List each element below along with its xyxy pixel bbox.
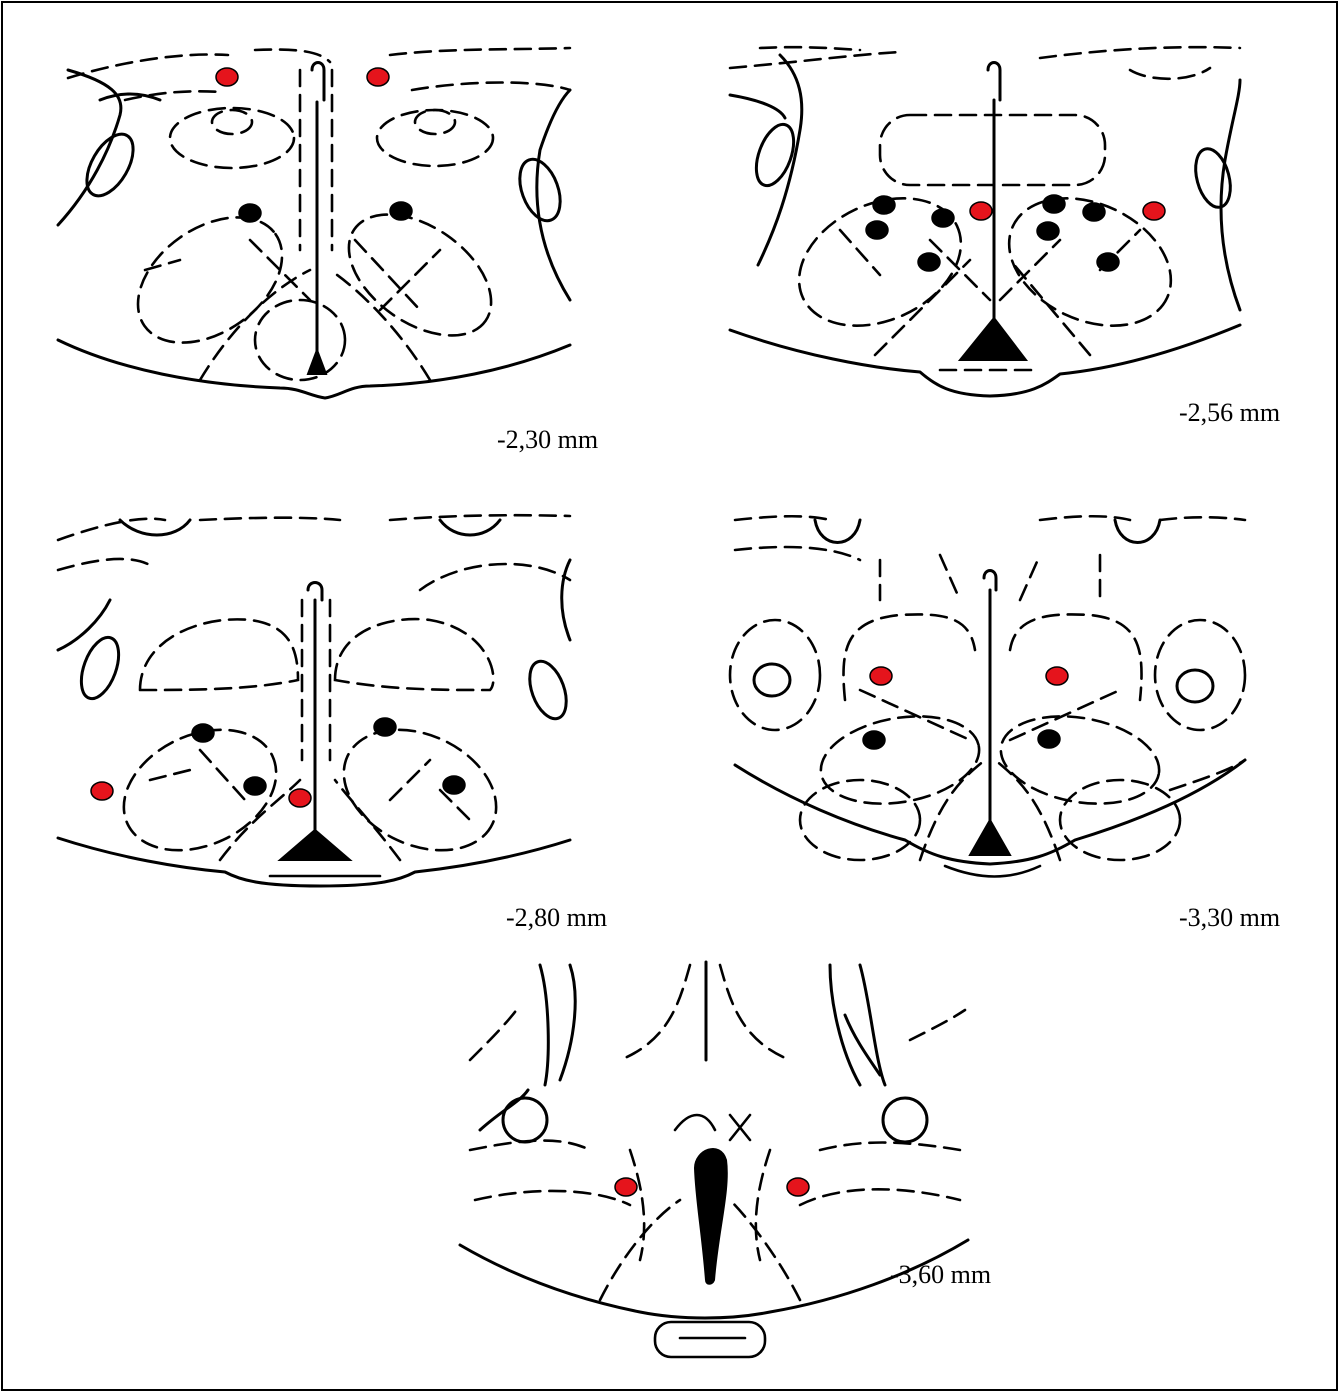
red-site-dot-p230-0 (216, 68, 238, 86)
panel-label-p230: -2,30 mm (497, 425, 598, 455)
injection-sites (91, 68, 1165, 1196)
panel-label-p360: -3,60 mm (890, 1260, 991, 1290)
black-site-dot-p256-8 (1097, 253, 1119, 271)
red-site-dot-p330-1 (1046, 667, 1068, 685)
black-site-dot-p256-1 (866, 221, 888, 239)
red-site-dot-p330-0 (870, 667, 892, 685)
black-site-dot-p230-3 (390, 202, 412, 220)
black-site-dot-p256-5 (1043, 195, 1065, 213)
black-site-dot-p256-3 (918, 253, 940, 271)
section-panel-p280 (58, 515, 573, 886)
red-site-dot-p280-4 (289, 789, 311, 807)
black-site-dot-p280-0 (192, 724, 214, 742)
section-panel-p256 (730, 47, 1240, 396)
black-site-dot-p256-0 (873, 196, 895, 214)
red-site-dot-p360-1 (787, 1178, 809, 1196)
black-site-dot-p256-2 (932, 209, 954, 227)
red-site-dot-p256-9 (1143, 202, 1165, 220)
section-panel-p330 (730, 516, 1245, 876)
panel-label-p280: -2,80 mm (506, 903, 607, 933)
black-site-dot-p230-2 (239, 204, 261, 222)
red-site-dot-p280-2 (91, 782, 113, 800)
black-site-dot-p280-3 (244, 777, 266, 795)
panel-label-p256: -2,56 mm (1179, 398, 1280, 428)
black-site-dot-p256-7 (1037, 222, 1059, 240)
black-site-dot-p330-2 (863, 731, 885, 749)
black-site-dot-p256-6 (1083, 203, 1105, 221)
black-site-dot-p280-5 (443, 776, 465, 794)
section-panel-p230 (58, 48, 570, 398)
panel-label-p330: -3,30 mm (1179, 903, 1280, 933)
red-site-dot-p230-1 (367, 68, 389, 86)
red-site-dot-p360-0 (615, 1178, 637, 1196)
black-site-dot-p330-3 (1038, 730, 1060, 748)
section-panel-p360 (460, 962, 968, 1357)
black-site-dot-p280-1 (374, 718, 396, 736)
red-site-dot-p256-4 (970, 202, 992, 220)
